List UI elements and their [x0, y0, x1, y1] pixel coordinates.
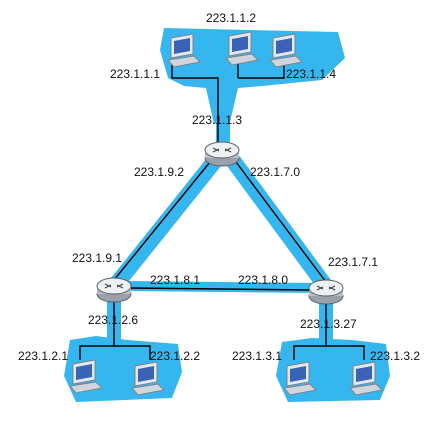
- label-223-1-9-2: 223.1.9.2: [134, 165, 184, 179]
- label-223-1-9-1: 223.1.9.1: [72, 251, 122, 265]
- host-h7-drop: [326, 345, 365, 360]
- router-icon: [308, 279, 344, 305]
- link-highlight-8: [119, 281, 327, 293]
- host-h3-drop: [238, 64, 285, 79]
- router-icon: [96, 277, 132, 303]
- label-223-1-1-1: 223.1.1.1: [110, 67, 160, 81]
- label-223-1-1-4: 223.1.1.4: [286, 67, 336, 81]
- lan-223-1-3-wire: [293, 300, 327, 360]
- host-h5-drop: [114, 345, 151, 360]
- link-left-right: [129, 287, 313, 291]
- address-labels: 223.1.1.2 223.1.1.1 223.1.1.4 223.1.1.3 …: [18, 11, 420, 363]
- label-223-1-2-1: 223.1.2.1: [18, 349, 68, 363]
- label-223-1-8-1: 223.1.8.1: [150, 273, 200, 287]
- label-223-1-7-1: 223.1.7.1: [328, 255, 378, 269]
- label-223-1-8-0: 223.1.8.0: [238, 273, 288, 287]
- link-top-left: [113, 161, 211, 281]
- router-icon: [204, 141, 240, 167]
- label-223-1-3-2: 223.1.3.2: [370, 349, 420, 363]
- label-223-1-3-27: 223.1.3.27: [300, 317, 357, 331]
- subnet-223-1-1-area: [160, 28, 345, 124]
- label-223-1-1-3: 223.1.1.3: [192, 113, 242, 127]
- label-223-1-3-1: 223.1.3.1: [232, 349, 282, 363]
- label-223-1-7-0: 223.1.7.0: [250, 165, 300, 179]
- label-223-1-2-6: 223.1.2.6: [88, 313, 138, 327]
- wires: [79, 64, 365, 360]
- label-223-1-2-2: 223.1.2.2: [150, 349, 200, 363]
- lan-223-1-1-wire: [171, 64, 219, 145]
- link-highlight-7: [226, 154, 332, 292]
- label-223-1-1-2: 223.1.1.2: [206, 11, 256, 25]
- link-highlight-9: [110, 154, 222, 290]
- link-top-right: [235, 161, 327, 283]
- lan-223-1-2-wire: [79, 298, 115, 360]
